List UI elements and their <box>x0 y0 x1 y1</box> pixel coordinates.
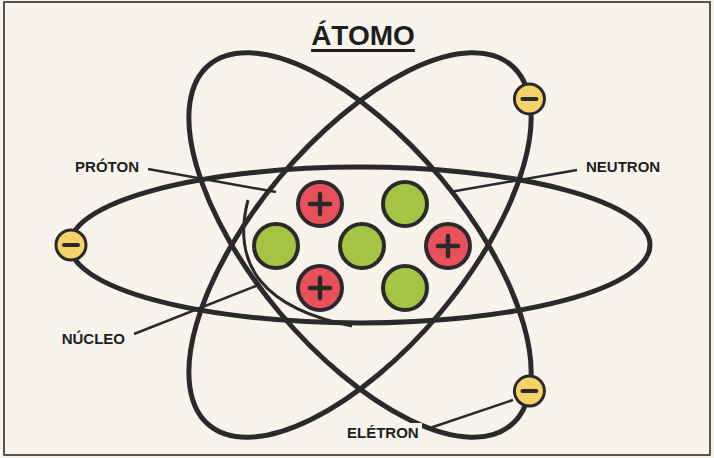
proton <box>298 266 342 310</box>
neutron <box>383 266 427 310</box>
plus-signs <box>310 194 458 298</box>
part-label: NEUTRON <box>583 157 663 176</box>
part-label: NÚCLEO <box>59 329 128 348</box>
leader-line <box>450 170 577 192</box>
title: ÁTOMO <box>311 20 415 52</box>
orbit <box>70 167 650 323</box>
proton <box>426 224 470 268</box>
leader-lines <box>134 169 577 428</box>
orbit <box>129 0 592 458</box>
plus-symbol <box>438 236 458 256</box>
leader-line <box>148 169 276 192</box>
neutron <box>340 224 384 268</box>
proton <box>298 182 342 226</box>
part-label: PRÓTON <box>72 157 142 176</box>
neutron <box>383 182 427 226</box>
leader-line <box>430 400 513 428</box>
electron <box>56 230 86 260</box>
orbit <box>129 0 592 458</box>
part-label: ELÉTRON <box>344 423 422 442</box>
orbits <box>70 0 650 458</box>
leader-line <box>134 286 256 334</box>
electron <box>514 376 544 406</box>
plus-symbol <box>310 278 330 298</box>
nucleus <box>254 182 470 310</box>
plus-symbol <box>310 194 330 214</box>
electrons <box>56 84 544 406</box>
neutron <box>254 224 298 268</box>
electron <box>514 84 544 114</box>
